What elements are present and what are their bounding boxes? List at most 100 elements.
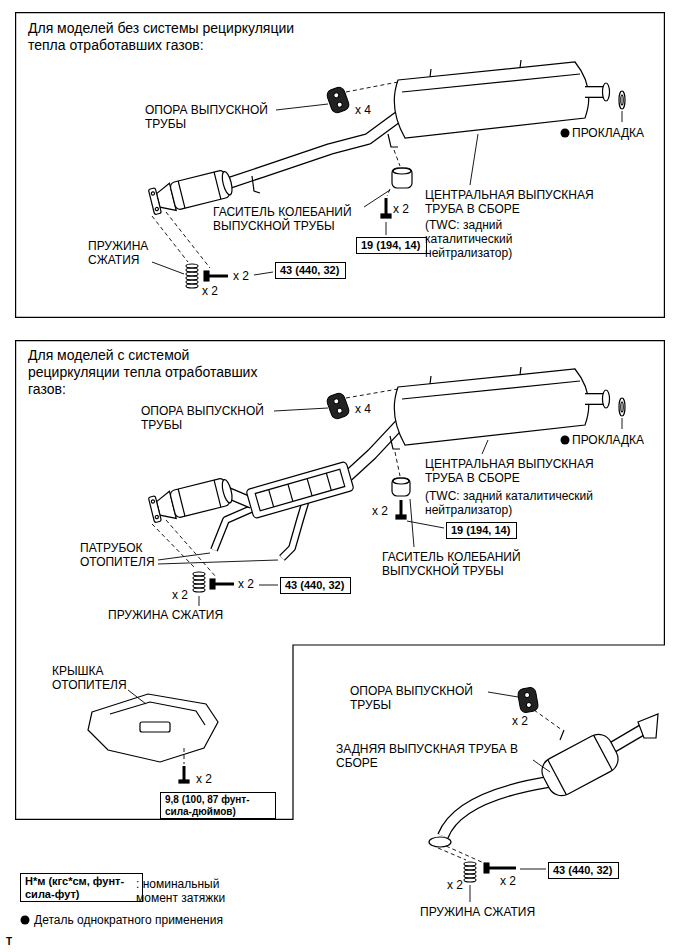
compression-spring [152,520,234,592]
front-exhaust-pipe [169,478,230,519]
rear-exhaust-pipe [429,837,451,847]
vibration-damper [392,452,410,519]
torque-value: Н*м (кгс*см, фунт-сила-фут) [25,875,137,900]
compression-spring [464,862,476,866]
heater-pipe [214,506,258,550]
compression-spring [186,264,198,268]
vibration-damper [381,150,412,218]
part-name: ЗАДНЯЯ ВЫПУСКНАЯ ТРУБА В СБОРЕ [336,742,531,770]
quantity-label: T [6,936,12,948]
muffler [402,74,580,92]
compression-spring [484,863,489,873]
panel-heading: Для моделей с системой рециркуляции тепл… [28,347,263,397]
torque-value: 43 (440, 32) [280,264,339,277]
torque-value: 43 (440, 32) [553,864,612,877]
panel-frame [16,13,665,318]
rear-exhaust-pipe [638,714,658,738]
rear-exhaust-pipe [443,782,548,836]
front-exhaust-pipe [246,461,354,519]
vibration-damper [392,478,410,496]
compression-spring [464,874,476,878]
compression-spring [152,216,188,262]
quantity-label: x 2 [172,588,188,602]
part-name: ОПОРА ВЫПУСКНОЙ ТРУБЫ [145,103,285,131]
front-exhaust-pipe [178,172,221,208]
heater-pipe [214,506,258,550]
pipe-hanger [517,687,539,714]
leader-line [407,521,444,528]
muffler [585,394,603,403]
compression-spring [438,848,466,860]
part-name: ГАСИТЕЛЬ КОЛЕБАНИЙ ВЫПУСКНОЙ ТРУБЫ [213,205,373,233]
panel-frame [16,341,665,820]
quantity-label: ПРУЖИНА СЖАТИЯ [420,905,535,919]
quantity-label: x 2 [500,874,516,888]
heater-cover [183,766,186,780]
front-exhaust-pipe [151,192,155,196]
heater-cover [88,694,218,783]
quantity-label: x 2 [393,202,409,216]
leader-line [622,418,623,429]
gasket [621,402,623,412]
muffler [430,60,521,77]
part-name: ЦЕНТРАЛЬНАЯ ВЫПУСКНАЯ ТРУБА В СБОРЕ [425,457,630,485]
torque-value: 19 (194, 14) [451,524,510,537]
part-name: (TWC: задний каталитический нейтрализато… [425,489,625,517]
compression-spring [208,275,228,278]
front-exhaust-pipe [148,422,402,524]
compression-spring [464,866,476,870]
compression-spring [488,867,516,870]
pipe-hanger [325,392,350,421]
part-name: ПАТРУБОК ОТОПИТЕЛЯ [80,541,160,569]
leader-line [410,499,414,547]
compression-spring [210,579,215,589]
front-exhaust-pipe [155,207,159,211]
compression-spring [214,583,234,586]
leader-line [274,408,328,411]
pipe-hanger [517,687,539,714]
rear-exhaust-pipe [429,714,658,847]
pipe-hanger [346,82,398,92]
leader-line [533,760,550,772]
quantity-label: ПРОКЛАДКА [572,433,644,447]
muffler [402,381,580,399]
heater-cover [88,694,218,762]
muffler [430,367,521,384]
compression-spring [186,280,198,284]
single-use-dot [21,916,30,925]
compression-spring [193,584,205,588]
quantity-label: x 2 [512,714,528,728]
pipe-hanger [337,101,343,107]
compression-spring [204,271,209,281]
rear-exhaust-pipe [537,730,623,801]
compression-spring [446,846,486,864]
heater-cover [184,748,185,764]
gasket [561,436,570,445]
heater-cover [179,780,189,783]
leader-line [259,585,278,586]
front-exhaust-pipe [226,114,402,184]
part-name: ОПОРА ВЫПУСКНОЙ ТРУБЫ [141,404,281,432]
vibration-damper [400,500,403,515]
torque-box: 19 (194, 14) [356,237,427,254]
compression-spring [464,870,476,874]
gasket [621,95,623,105]
front-exhaust-pipe [220,171,234,196]
torque-box: 43 (440, 32) [548,862,619,879]
torque-value: 19 (194, 14) [361,239,420,252]
legend-text: Деталь однократного применения [34,913,223,927]
compression-spring [186,272,198,276]
front-exhaust-pipe [151,500,155,504]
leader-line [470,885,471,902]
front-exhaust-pipe [390,436,400,449]
muffler [585,87,603,96]
compression-spring [166,212,210,268]
vibration-damper [394,150,400,166]
quantity-label: x 4 [355,402,371,416]
vibration-damper [395,452,400,476]
panel-heading: Для моделей без системы рециркуляции теп… [28,20,323,54]
leader-line [158,560,278,564]
compression-spring [186,284,198,288]
quantity-label: x 2 [233,269,249,283]
front-exhaust-pipe [148,496,161,523]
